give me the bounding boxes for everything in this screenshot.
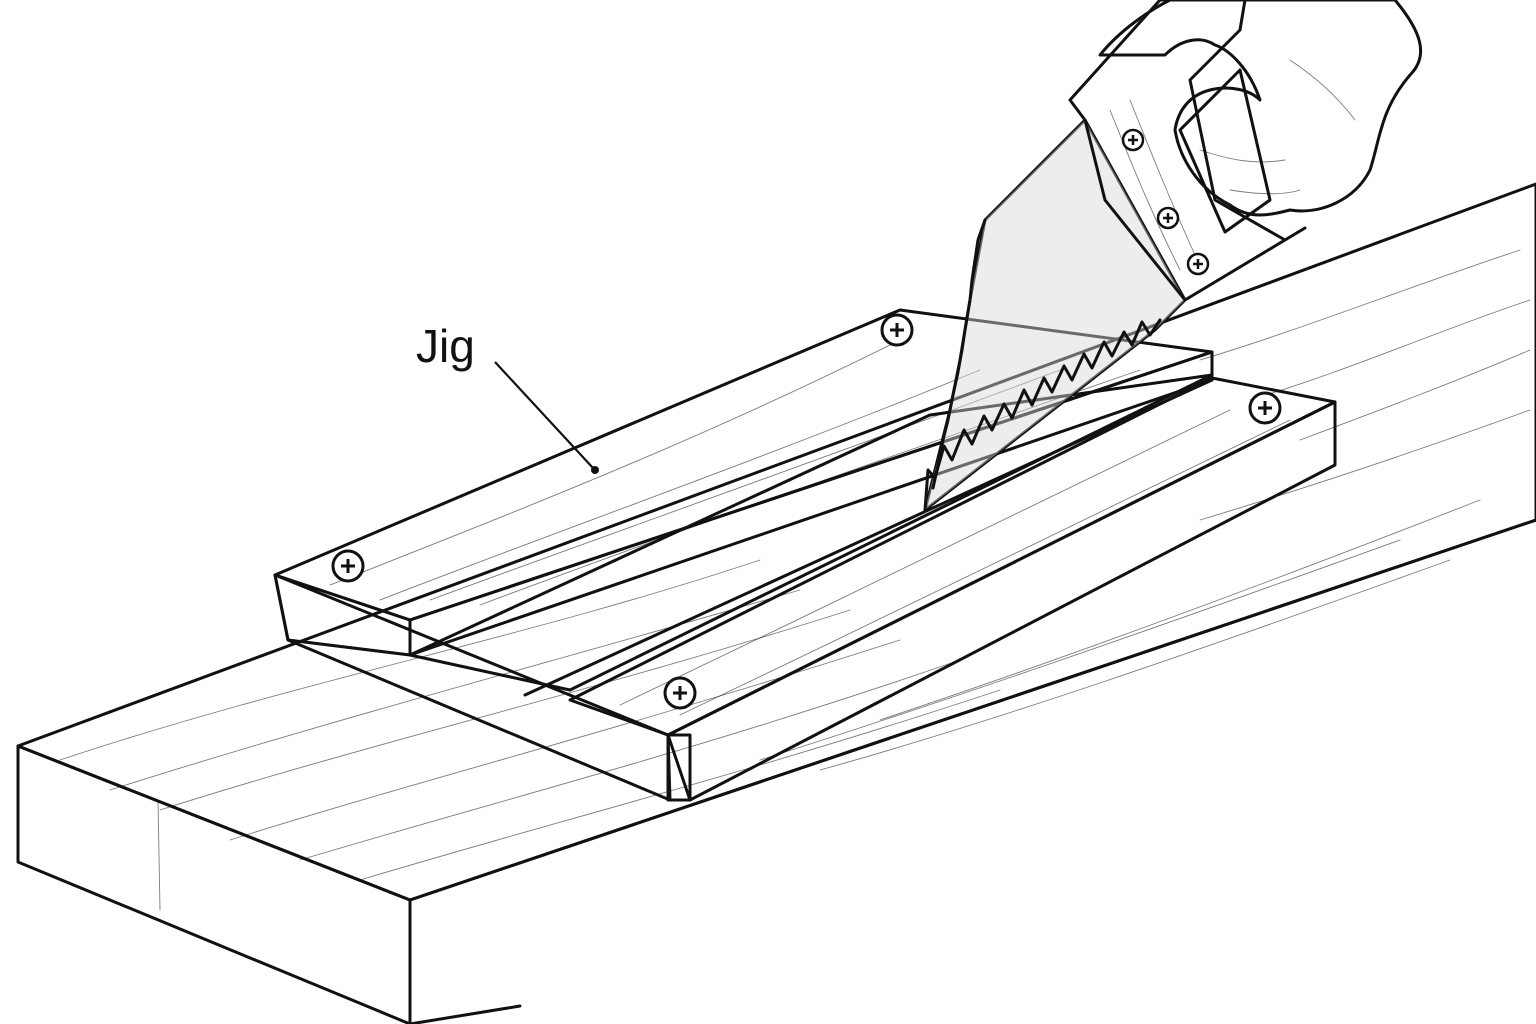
hand-finger-line [1229,189,1301,195]
hand-knuckle-lines [1199,149,1286,163]
saw-teeth [923,318,1162,512]
callout-leader-line [494,361,594,469]
phillips-screw-icon [1121,128,1145,152]
board-lower-edge [408,1004,522,1024]
phillips-screw-icon [331,549,365,583]
hand-thumb-line [1289,59,1356,121]
callout-label: Jig [416,320,475,372]
phillips-screw-icon [880,313,914,347]
workpiece-board [16,182,1536,1024]
jig-right-rail-front-side [666,400,1337,802]
phillips-screw-icon [1248,391,1282,425]
jig-left-rail-end [273,573,412,657]
jig-left-rail-grain [329,339,1141,606]
saw-handle [1068,0,1307,302]
jig-saw-kerf-slot [523,378,1214,697]
saw-spine [931,218,987,490]
phillips-screw-icon [663,676,697,710]
callout-leader-dot [591,466,599,474]
jig-callout: Jig [416,320,599,474]
board-grain [59,249,1531,881]
phillips-screw-icon [1156,206,1180,230]
jig-right-rail-grain [619,409,1291,716]
board-end-face [16,744,412,1024]
board-top-face [16,182,1536,902]
jig-right-rail-end [666,733,692,802]
hand-outline [1098,0,1423,217]
jig [273,308,1337,802]
saw-handle-grip-hole [1178,68,1272,234]
board-side-edge [408,518,1536,902]
jig-left-rail-inner-side [408,350,1214,657]
hand [1098,0,1423,217]
phillips-screw-icon [1186,252,1210,276]
hand-saw [923,0,1307,512]
saw-handle-grain [1109,99,1196,271]
jig-base-front [273,573,672,802]
board-end-seam [157,799,161,911]
